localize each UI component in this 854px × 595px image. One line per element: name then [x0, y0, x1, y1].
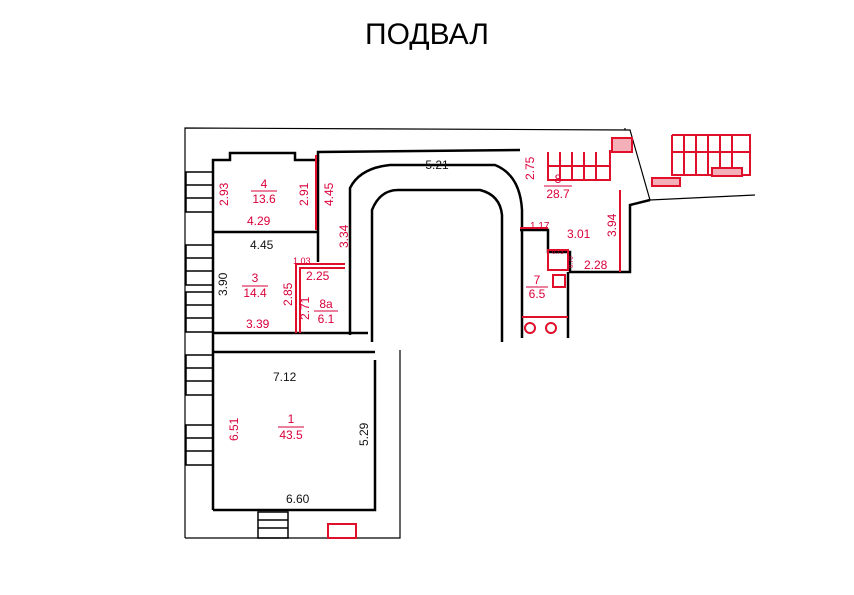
room-number: 1: [288, 412, 295, 426]
dim-label: 2.85: [281, 282, 295, 306]
red-partitions: [295, 134, 751, 539]
dim-label: 2.71: [298, 296, 312, 320]
dim-label: 3.01: [567, 227, 591, 241]
outer-walls: [184, 127, 756, 539]
dim-label: 3.39: [246, 317, 270, 331]
dim-label: 6.51: [227, 417, 241, 441]
room-area: 13.6: [252, 192, 276, 206]
room-area: 6.1: [318, 312, 335, 326]
room-number: 7: [534, 273, 541, 287]
dim-label: 5.29: [357, 422, 371, 446]
dim-label: 1.17: [530, 221, 550, 232]
room-number: 3: [252, 271, 259, 285]
dim-label: 2.25: [306, 269, 330, 283]
dim-label: 2.28: [584, 258, 608, 272]
room-1: 1 43.5: [278, 412, 304, 442]
room-area: 43.5: [279, 428, 303, 442]
dim-label: 7.12: [273, 370, 297, 384]
dim-label: 0.70: [569, 256, 575, 268]
inner-walls: [211, 148, 651, 512]
dim-label: 4.45: [322, 182, 336, 206]
plan-title: ПОДВАЛ: [365, 18, 489, 51]
room-4: 4 13.6: [251, 177, 277, 206]
windows: [185, 171, 289, 539]
room-3: 3 14.4: [242, 271, 268, 300]
dim-label: 4.45: [250, 238, 274, 252]
room-number: 4: [261, 177, 268, 191]
room-number: 8a: [319, 297, 333, 311]
dim-label: 3.90: [216, 272, 230, 296]
room-7: 7 6.5: [526, 273, 548, 301]
dim-label: 1.03: [293, 256, 311, 266]
dim-label: 5.21: [425, 158, 449, 172]
dim-label: 3.94: [605, 213, 619, 237]
room-area: 28.7: [546, 187, 570, 201]
room-area: 6.5: [529, 287, 546, 301]
dim-label: 6.60: [286, 492, 310, 506]
dimensions: 5.21 2.75 2.93 2.91 4.45 4.29 4.45 3.34 …: [216, 156, 619, 506]
room-number: 8: [555, 172, 562, 186]
dim-label: 2.91: [297, 182, 311, 206]
room-area: 14.4: [243, 286, 267, 300]
dim-label: 4.29: [247, 214, 271, 228]
dim-label: 0.73: [552, 250, 564, 256]
room-8: 8 28.7: [544, 172, 572, 201]
dim-label: 2.75: [523, 156, 537, 180]
dim-label: 2.93: [217, 182, 231, 206]
room-8a: 8a 6.1: [314, 297, 338, 326]
dim-label: 3.34: [337, 224, 351, 248]
